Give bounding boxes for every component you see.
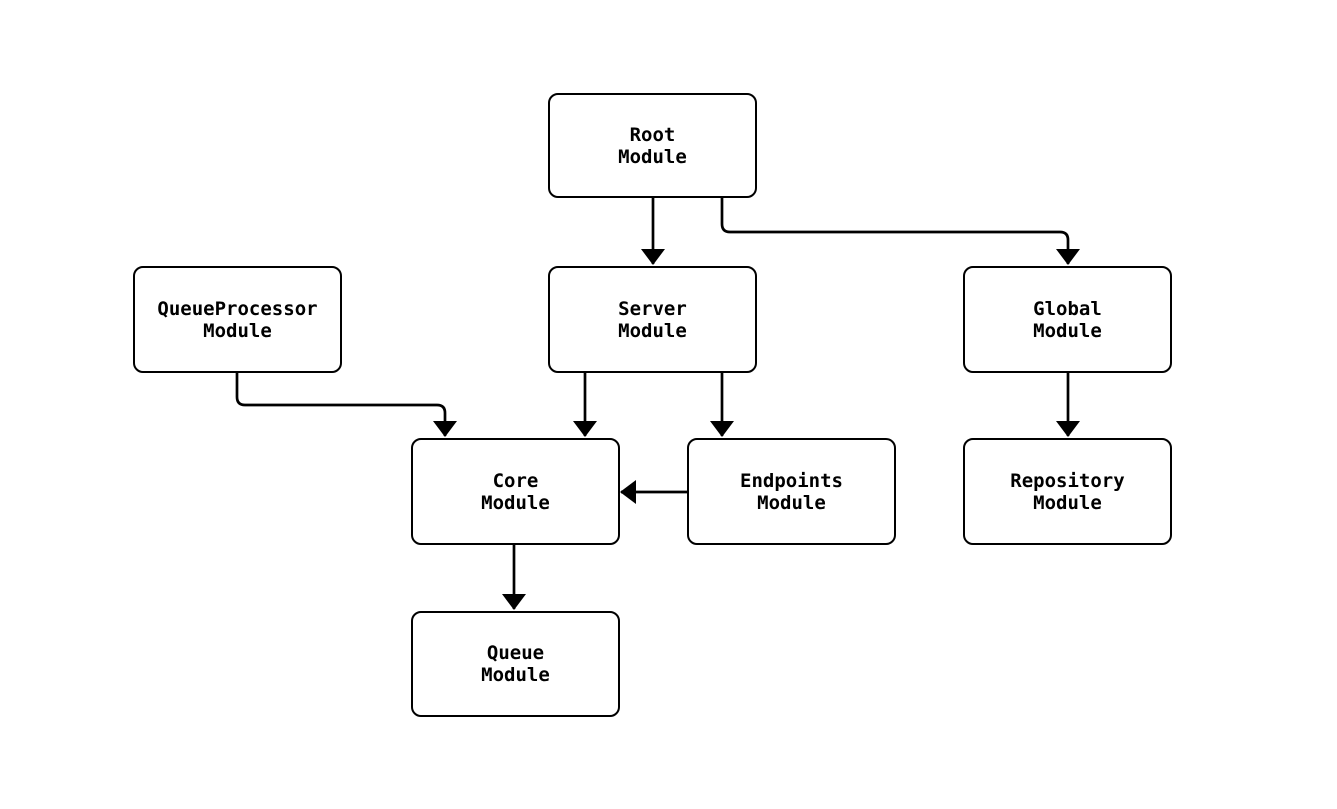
edge-queueprocessor-to-core: [235, 373, 457, 437]
node-queue-module: Queue Module: [411, 611, 620, 717]
node-label-line: Module: [203, 319, 272, 342]
node-label-line: Endpoints: [740, 469, 843, 492]
node-label-line: Module: [1033, 319, 1102, 342]
node-label-line: Root: [629, 123, 676, 146]
node-label-line: Repository: [1010, 469, 1125, 492]
node-global-module: Global Module: [963, 266, 1172, 373]
node-label-line: Module: [757, 491, 826, 514]
node-label-line: Module: [481, 491, 550, 514]
node-endpoints-module: Endpoints Module: [687, 438, 896, 545]
node-server-module: Server Module: [548, 266, 757, 373]
node-label-line: Module: [481, 664, 550, 686]
edge-root-to-global: [720, 198, 1080, 265]
node-root-module: Root Module: [548, 93, 757, 198]
node-label-line: Global: [1033, 297, 1102, 320]
node-label-line: Core: [492, 469, 539, 492]
node-label-line: Module: [618, 319, 687, 342]
node-repository-module: Repository Module: [963, 438, 1172, 545]
node-core-module: Core Module: [411, 438, 620, 545]
node-label-line: Server: [618, 297, 687, 320]
node-label-line: Module: [618, 145, 687, 168]
node-label-line: Queue: [486, 642, 545, 664]
node-label-line: Module: [1033, 491, 1102, 514]
node-queueprocessor-module: QueueProcessor Module: [133, 266, 342, 373]
node-label-line: QueueProcessor: [157, 297, 318, 320]
